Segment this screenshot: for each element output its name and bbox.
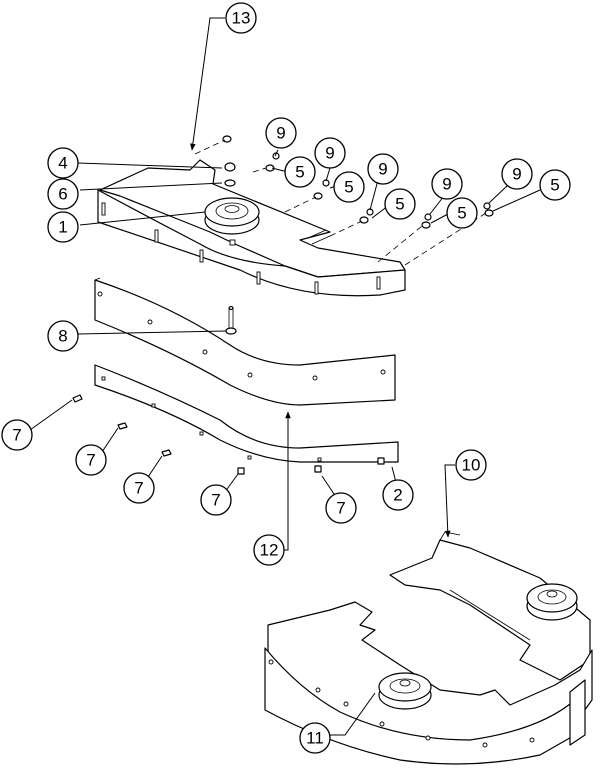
svg-text:13: 13 xyxy=(232,9,251,28)
callout-7-e: 7 xyxy=(325,492,357,524)
callout-11: 11 xyxy=(299,722,331,754)
rear-bracket-10 xyxy=(389,539,591,681)
pulley-wheel-2 xyxy=(526,583,578,621)
lower-flange-holes xyxy=(268,659,535,748)
callout-13: 13 xyxy=(225,2,257,34)
svg-text:7: 7 xyxy=(86,451,95,470)
callout-7-d: 7 xyxy=(200,484,232,516)
pulley-wheel-3 xyxy=(378,672,432,710)
callout-5-e: 5 xyxy=(539,169,571,201)
callout-10: 10 xyxy=(455,449,487,481)
upper-bracket-assembly xyxy=(97,159,406,297)
callout-5-d: 5 xyxy=(446,197,478,229)
svg-text:7: 7 xyxy=(134,479,143,498)
callout-7-b: 7 xyxy=(75,444,107,476)
callout-5-b: 5 xyxy=(333,171,365,203)
svg-text:5: 5 xyxy=(344,178,353,197)
svg-text:11: 11 xyxy=(306,729,324,748)
svg-text:10: 10 xyxy=(462,456,481,475)
callout-12: 12 xyxy=(253,534,285,566)
svg-text:2: 2 xyxy=(393,486,402,505)
svg-text:7: 7 xyxy=(12,426,21,445)
svg-text:9: 9 xyxy=(378,160,387,179)
callout-2: 2 xyxy=(382,479,414,511)
svg-text:9: 9 xyxy=(512,165,521,184)
callout-7-a: 7 xyxy=(1,419,33,451)
callout-9-a: 9 xyxy=(265,117,297,149)
callout-5-a: 5 xyxy=(284,156,316,188)
callout-6: 6 xyxy=(47,178,79,210)
callout-9-e: 9 xyxy=(501,158,533,190)
callout-4: 4 xyxy=(47,147,79,179)
svg-text:9: 9 xyxy=(442,175,451,194)
callout-7-c: 7 xyxy=(123,472,155,504)
svg-text:5: 5 xyxy=(395,195,404,214)
callout-1: 1 xyxy=(47,211,79,243)
svg-text:9: 9 xyxy=(276,124,285,143)
svg-text:5: 5 xyxy=(457,204,466,223)
svg-text:6: 6 xyxy=(58,185,67,204)
svg-text:4: 4 xyxy=(58,154,67,173)
backing-strip xyxy=(94,364,399,463)
svg-text:8: 8 xyxy=(58,327,67,346)
fasteners xyxy=(72,394,385,475)
callout-9-c: 9 xyxy=(367,153,399,185)
svg-text:7: 7 xyxy=(211,491,220,510)
wear-strip-12 xyxy=(94,277,396,406)
svg-text:12: 12 xyxy=(260,541,279,560)
svg-text:1: 1 xyxy=(58,218,67,237)
hardware-stack xyxy=(222,135,494,229)
callout-5-c: 5 xyxy=(384,188,416,220)
svg-text:5: 5 xyxy=(295,163,304,182)
callout-9-d: 9 xyxy=(431,168,463,200)
flange-slots xyxy=(101,202,381,295)
callout-9-b: 9 xyxy=(314,137,346,169)
svg-text:9: 9 xyxy=(325,144,334,163)
svg-text:5: 5 xyxy=(550,176,559,195)
svg-text:7: 7 xyxy=(336,499,345,518)
callout-8: 8 xyxy=(47,320,79,352)
pin-8 xyxy=(225,305,237,335)
pulley-wheel-1 xyxy=(204,197,260,246)
upper-bracket-side-flange xyxy=(97,189,406,297)
